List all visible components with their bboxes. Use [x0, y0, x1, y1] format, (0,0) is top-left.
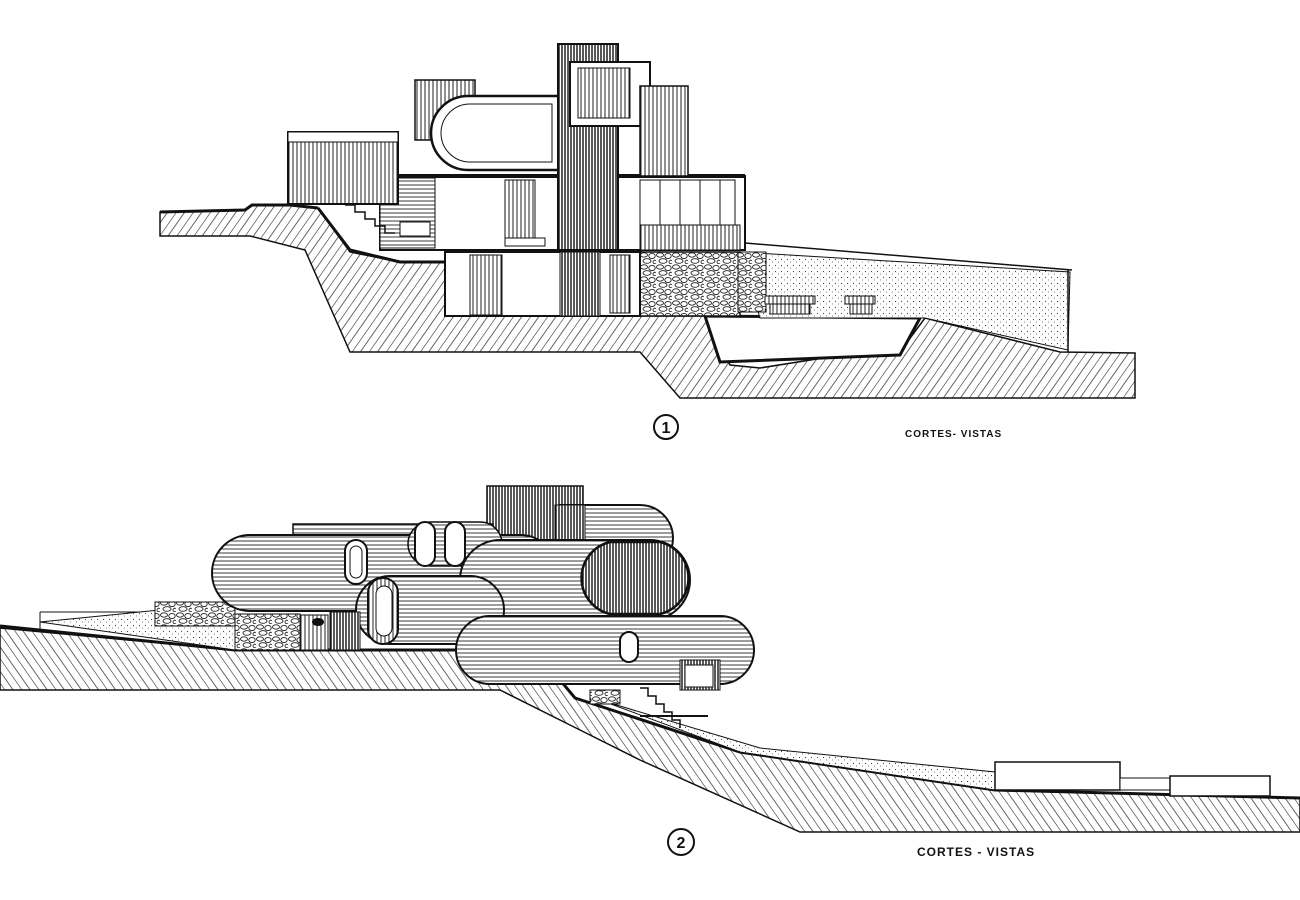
section-2-number: 2: [677, 835, 686, 852]
section-1: [159, 43, 1136, 399]
section-1-number: 1: [662, 420, 671, 437]
section-2: [0, 485, 1300, 833]
section-2-caption: CORTES - VISTAS: [917, 845, 1035, 859]
section-1-label-group: 1 CORTES- VISTAS: [653, 414, 1002, 440]
section-2-number-circle: [667, 828, 695, 856]
section-2-label-group: 2 CORTES - VISTAS: [667, 828, 1035, 859]
section-1-caption: CORTES- VISTAS: [905, 429, 1002, 440]
section-1-number-circle: [653, 414, 679, 440]
